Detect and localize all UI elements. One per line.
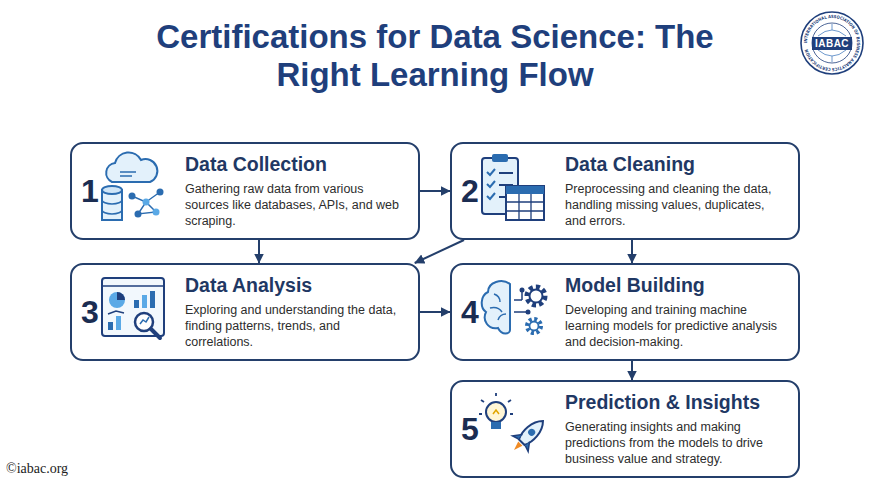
data-collection-icon-part (135, 211, 142, 218)
prediction-insights-icon-part (512, 442, 523, 453)
data-collection-icon-part (120, 172, 136, 176)
data-cleaning-icon-part (487, 169, 495, 199)
data-collection-icon (102, 152, 164, 220)
node-body: Gathering raw data from various sources … (185, 181, 406, 229)
data-collection-icon-part (102, 186, 122, 194)
prediction-insights-icon-part (479, 393, 513, 414)
model-building-icon-part (530, 290, 543, 303)
flow-arrow (420, 190, 450, 192)
data-analysis-icon-part (134, 300, 139, 308)
data-collection-icon-part (106, 152, 157, 182)
prediction-insights-icon (479, 393, 551, 458)
data-analysis-icon-part (150, 291, 155, 308)
node-number: 1 (81, 173, 99, 210)
flow-arrow (420, 311, 450, 313)
logo-ring-text: INTERNATIONAL ASSOCIATION OF BUSINESS AN… (803, 14, 861, 72)
data-analysis-icon-part (151, 329, 160, 338)
logo-seal-part (812, 23, 852, 63)
model-building-icon-part (527, 319, 541, 333)
flow-arrow (631, 240, 633, 263)
node-heading: Data Collection (185, 153, 406, 176)
data-analysis-icon (102, 278, 164, 338)
logo-ring-text: INTERNATIONAL ASSOCIATION OF BUSINESS AN… (803, 14, 861, 72)
node-heading: Model Building (565, 274, 786, 297)
data-collection-icon-part (102, 200, 122, 214)
logo-wordmark: IABAC (812, 37, 852, 50)
data-analysis-icon-part (102, 278, 164, 336)
data-analysis-icon-part (142, 295, 147, 308)
process-box: 4 Model BuildingDeveloping and training m… (450, 263, 800, 361)
node-body: Developing and training machine learning… (565, 302, 786, 350)
process-box: 1 Data CollectionGathering raw data from … (70, 142, 420, 240)
node-number: 2 (461, 173, 479, 210)
data-collection-icon-part (157, 189, 164, 196)
model-building-icon (482, 281, 545, 333)
data-analysis-icon-part (102, 285, 164, 287)
flow-arrow (631, 361, 633, 380)
model-building-icon-part (526, 310, 531, 315)
data-cleaning-icon (482, 154, 544, 220)
model-building-icon-part (527, 287, 545, 305)
prediction-insights-icon-part (513, 430, 534, 451)
prediction-insights-icon-part (486, 402, 506, 422)
data-cleaning-icon-part (506, 194, 544, 220)
data-analysis-icon-part (117, 292, 125, 300)
node-heading: Prediction & Insights (565, 391, 786, 414)
data-cleaning-icon-part (492, 154, 508, 162)
data-analysis-icon-part (140, 317, 149, 324)
process-box: 3 Data AnalysisExploring and understandin… (70, 263, 420, 361)
data-analysis-icon-part (116, 316, 121, 330)
data-collection-icon-part (153, 209, 160, 216)
node-heading: Data Analysis (185, 274, 406, 297)
node-body: Preprocessing and cleaning the data, han… (565, 181, 786, 229)
prediction-insights-icon-part (493, 410, 499, 414)
flow-arrow (258, 240, 260, 263)
model-building-icon-part (514, 292, 526, 312)
node-body: Generating insights and making predictio… (565, 419, 786, 467)
node-heading: Data Cleaning (565, 153, 786, 176)
data-cleaning-icon-part (506, 186, 544, 194)
process-box: 2 Data CleaningPreprocessing and cleaning… (450, 142, 800, 240)
logo-ring-path-text: INTERNATIONAL ASSOCIATION OF BUSINESS AN… (803, 14, 861, 72)
model-building-icon-part (482, 281, 510, 333)
model-building-icon-part (530, 322, 539, 331)
copyright-note: ©iabac.org (6, 461, 68, 477)
data-collection-icon-part (129, 193, 136, 200)
data-cleaning-icon-part (506, 186, 544, 220)
prediction-insights-icon-part (506, 413, 551, 458)
prediction-insights-icon-part (517, 416, 548, 447)
model-building-icon-part (490, 294, 506, 320)
node-body: Exploring and understanding the data, fi… (185, 302, 406, 350)
flow-arrow (415, 240, 464, 263)
node-number: 4 (461, 294, 479, 331)
data-collection-icon-part (143, 199, 150, 206)
node-number: 3 (81, 294, 99, 331)
diagram-title: Certifications for Data Science: The Rig… (125, 18, 745, 94)
prediction-insights-icon-part (491, 422, 501, 429)
process-box: 5 Prediction & InsightsGenerating insight… (450, 380, 800, 478)
data-analysis-icon-part (108, 322, 113, 330)
data-analysis-icon-part (108, 311, 124, 314)
model-building-icon-part (520, 288, 525, 293)
prediction-insights-icon-part (527, 427, 537, 437)
logo-seal-part (801, 12, 863, 74)
node-number: 5 (461, 411, 479, 448)
data-analysis-icon-part (109, 292, 125, 308)
logo-seal (801, 12, 863, 74)
model-building-icon-part (509, 284, 511, 330)
